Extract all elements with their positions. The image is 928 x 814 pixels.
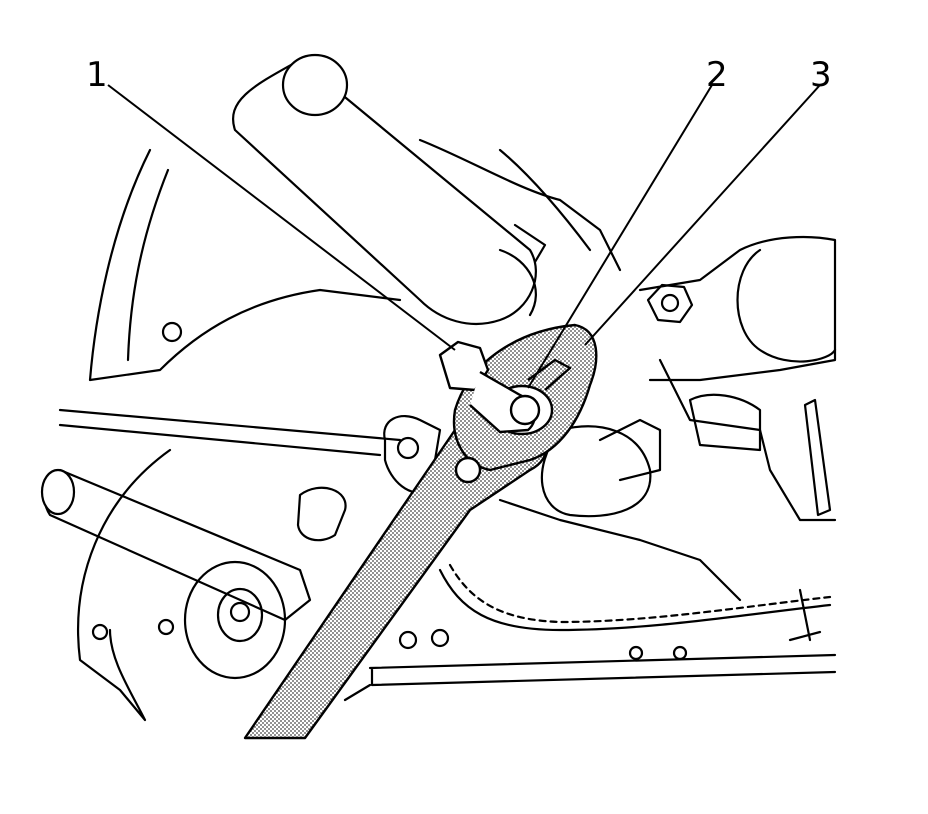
frame-rail xyxy=(343,653,837,702)
frame-bolt-1 xyxy=(398,630,418,650)
left-housing xyxy=(88,148,402,382)
housing-hole xyxy=(161,321,183,343)
rod-boot xyxy=(498,223,547,317)
left-housing-edge xyxy=(126,168,170,362)
frame-line-lower xyxy=(58,423,382,457)
small-nut-1 xyxy=(91,623,109,641)
wire-harness-2 xyxy=(448,563,832,624)
harness-clip xyxy=(788,588,822,642)
callout-2-label: 2 xyxy=(706,55,728,95)
cotter-pin xyxy=(527,358,572,391)
callout-3-label: 3 xyxy=(810,55,832,95)
upper-rod-end xyxy=(281,53,349,117)
hub-outer xyxy=(183,560,287,680)
right-bracket xyxy=(638,235,837,382)
bracket-lower xyxy=(658,358,837,522)
mount-base xyxy=(498,498,742,602)
bracket-slot xyxy=(803,398,832,517)
callout-2-leader xyxy=(527,84,713,389)
wrench xyxy=(243,323,598,740)
hex-bolt-right xyxy=(646,283,694,324)
hex-bolt-right-center xyxy=(660,293,680,313)
bracket-tab xyxy=(688,393,762,452)
callout-3-leader xyxy=(584,84,821,346)
mount-stud xyxy=(598,418,662,482)
hub-inner xyxy=(216,587,264,643)
bolt-hex xyxy=(438,340,490,392)
upper-casting-2 xyxy=(498,148,592,252)
wrench-pin xyxy=(454,456,482,484)
lower-rod xyxy=(43,468,312,622)
small-nut-2 xyxy=(157,618,175,636)
arm-bracket-hole xyxy=(396,436,420,460)
upper-casting xyxy=(418,138,622,272)
rotor-shield xyxy=(77,448,172,722)
cv-boot xyxy=(296,486,347,542)
hub-nut xyxy=(229,601,251,623)
bolt-end xyxy=(509,394,541,426)
frame-bolt-2 xyxy=(430,628,450,648)
frame-bolt-3 xyxy=(628,645,644,661)
bracket-ring xyxy=(736,248,837,363)
lower-rod-end xyxy=(40,468,76,516)
wire-harness xyxy=(438,568,832,632)
frame-bolt-4 xyxy=(672,645,688,661)
callout-1-leader xyxy=(107,84,456,351)
bolt-head xyxy=(438,340,572,434)
frame-line-upper xyxy=(58,408,402,442)
callout-1-label: 1 xyxy=(86,55,108,95)
upper-rod xyxy=(232,58,537,325)
